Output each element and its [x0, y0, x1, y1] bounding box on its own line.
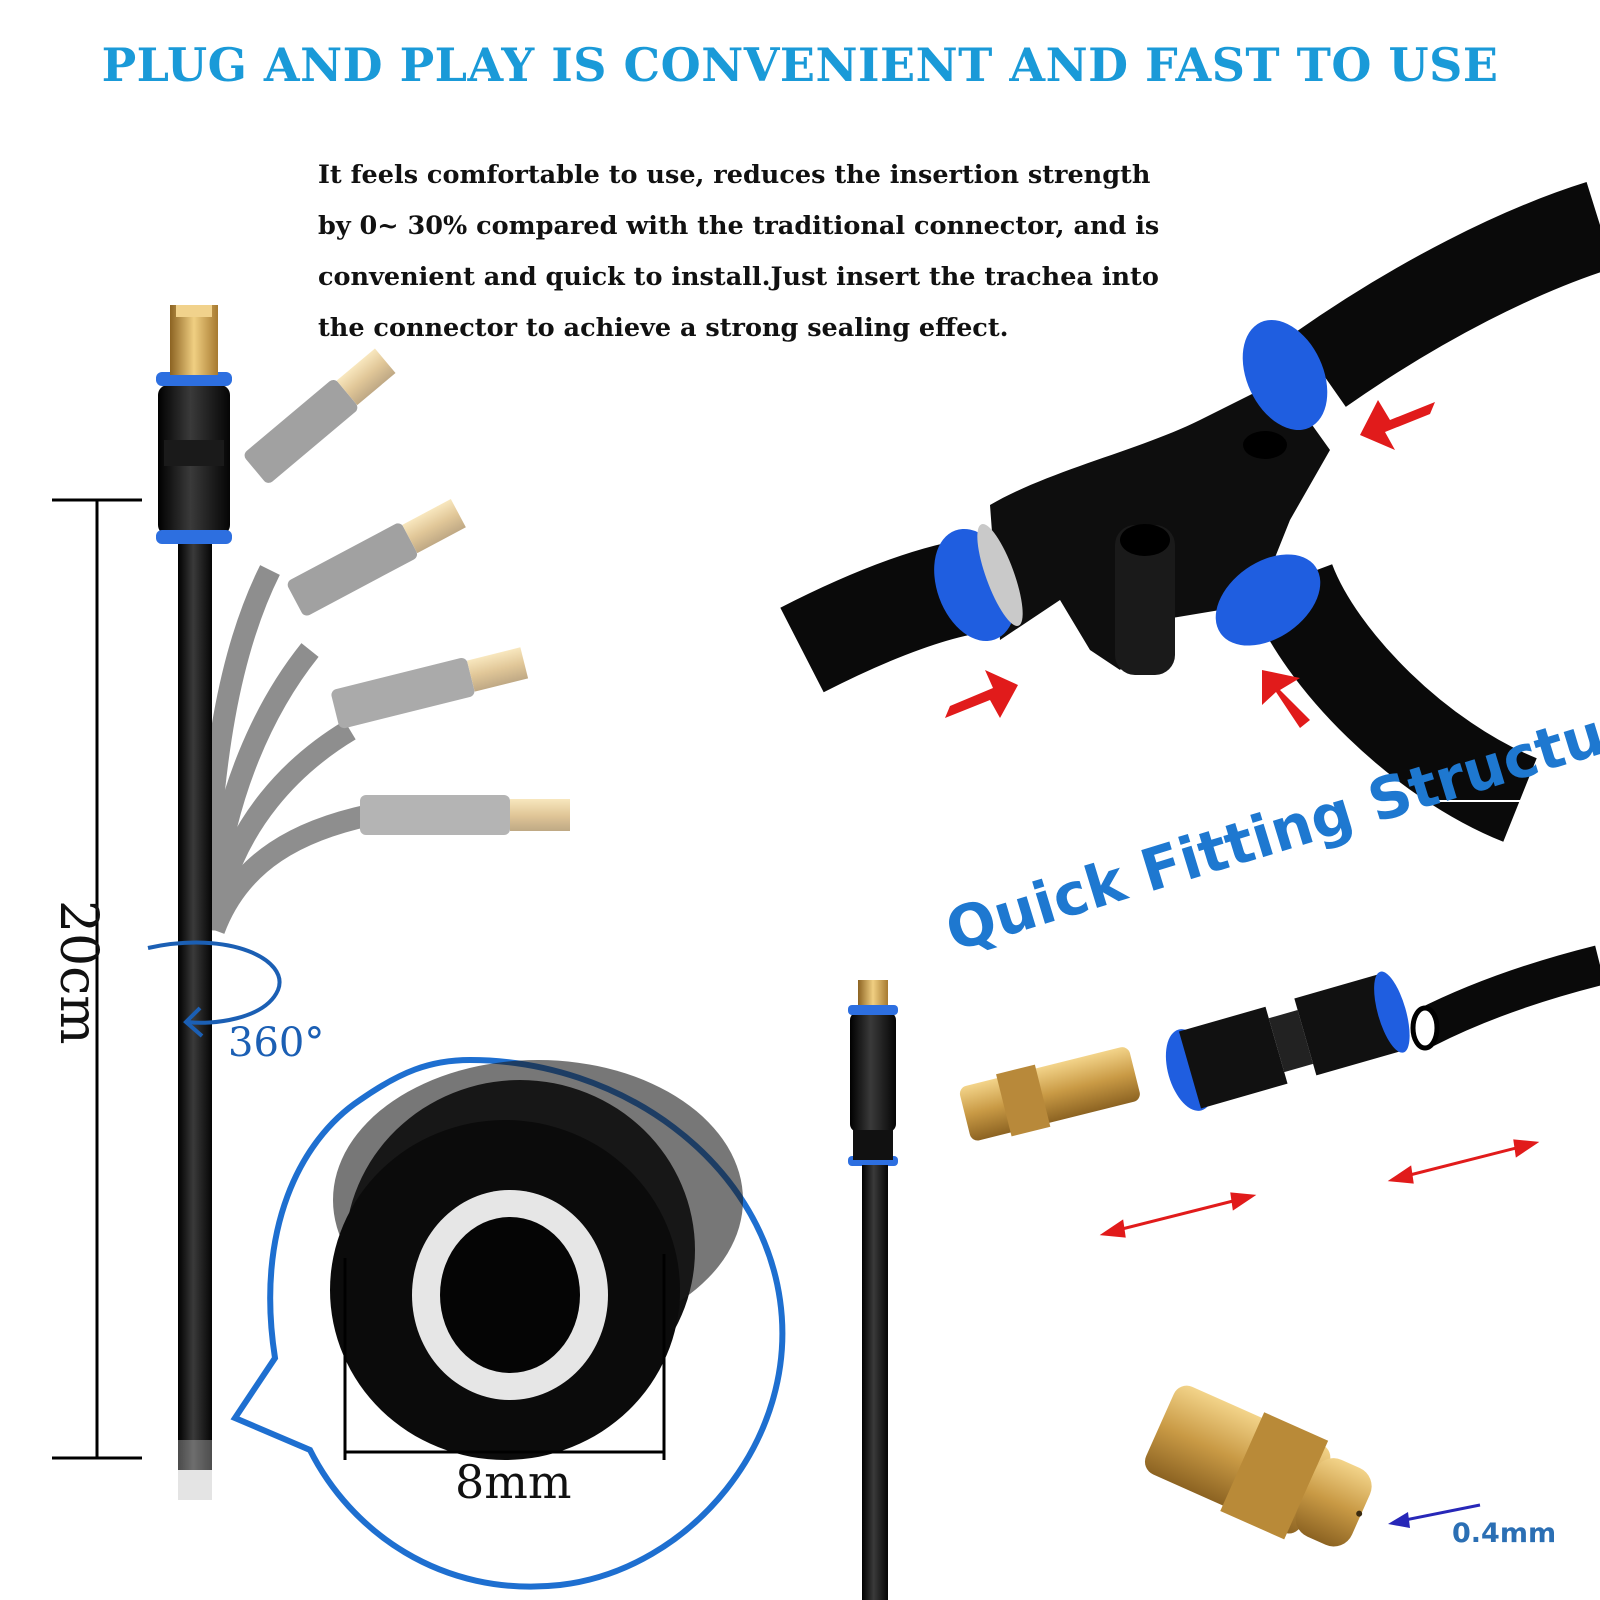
tee-connector-photo	[780, 182, 1600, 842]
length-label: 20cm	[48, 900, 108, 1045]
dimension-20cm	[52, 498, 142, 1460]
rotate-arrow-icon	[147, 940, 282, 1038]
double-arrow-icon	[1099, 1139, 1540, 1238]
rotation-label: 360°	[228, 1020, 325, 1066]
diameter-label: 8mm	[455, 1455, 572, 1509]
red-arrow-icon	[945, 400, 1435, 728]
vertical-tube	[156, 305, 232, 1500]
description-line: convenient and quick to install.Just ins…	[318, 262, 1159, 292]
nozzle-closeup	[1144, 1385, 1481, 1547]
exploded-fitting	[848, 945, 1600, 1600]
description-line: by 0~ 30% compared with the traditional …	[318, 211, 1160, 241]
description-line: the connector to achieve a strong sealin…	[318, 313, 1009, 343]
description-line: It feels comfortable to use, reduces the…	[318, 160, 1151, 190]
closeup-bubble	[230, 1056, 786, 1590]
bent-tube-ghosts	[194, 348, 570, 935]
description: It feels comfortable to use, reduces the…	[318, 150, 1258, 354]
headline: PLUG AND PLAY IS CONVENIENT AND FAST TO …	[101, 38, 1499, 92]
nozzle-hole-label: 0.4mm	[1452, 1518, 1557, 1549]
